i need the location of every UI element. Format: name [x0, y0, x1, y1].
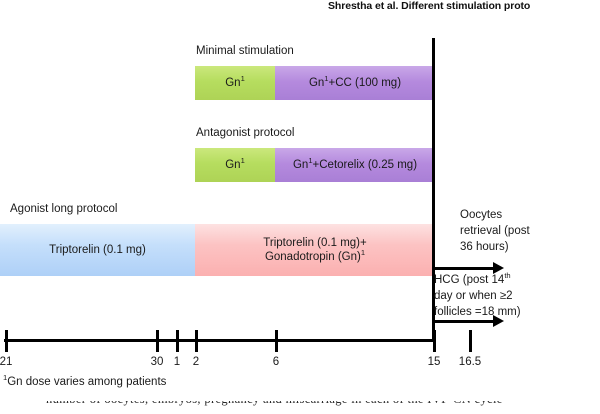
timeline-tick-label-21: 21: [0, 356, 13, 368]
timeline-tick-6: [275, 330, 278, 352]
annotation-hcg-line2: day or when ≥2: [434, 290, 513, 303]
segment-triptorelin-gonadotropin: Triptorelin (0.1 mg)+ Gonadotropin (Gn)1: [195, 224, 435, 276]
segment-gn: Gn1: [195, 66, 275, 100]
hcg-arrow-head-icon: [493, 315, 504, 327]
timeline-tick-label-1: 1: [173, 356, 181, 368]
annotation-oocyte-retrieval-line3: 36 hours): [460, 240, 509, 253]
segment-triptorelin-gonadotropin-line1: Triptorelin (0.1 mg)+: [263, 236, 367, 249]
segment-triptorelin-gonadotropin-line2: Gonadotropin (Gn): [264, 251, 361, 263]
protocol-bar-agonist-long-protocol: Triptorelin (0.1 mg) Triptorelin (0.1 mg…: [0, 224, 435, 276]
footnote-marker: 1: [360, 248, 366, 258]
protocol-label-minimal-stimulation: Minimal stimulation: [196, 45, 294, 57]
annotation-hcg-line1: HCG (post 14: [434, 274, 505, 286]
segment-gn-cetrorelix-text: +Cetorelix (0.25 mg): [312, 158, 418, 171]
annotation-oocyte-retrieval: Oocytes retrieval (post 36 hours): [460, 208, 555, 256]
timeline-tick-21: [5, 330, 8, 352]
segment-gn-cetrorelix-prefix: Gn: [292, 158, 309, 171]
protocol-bar-minimal-stimulation: Gn1 Gn1+CC (100 mg): [195, 66, 435, 100]
oocyte-retrieval-arrow-shaft: [433, 267, 495, 270]
timeline-tick-1: [176, 330, 179, 352]
footnote: 1Gn dose varies among patients: [3, 373, 167, 388]
segment-gn: Gn1: [195, 148, 275, 182]
segment-gn-cc-prefix: Gn: [308, 76, 325, 89]
hcg-arrow-shaft: [433, 320, 495, 323]
segment-triptorelin: Triptorelin (0.1 mg): [0, 224, 195, 276]
timeline-tick-15: [433, 330, 436, 352]
timeline-tick-16-5: [469, 330, 472, 352]
annotation-hcg: HCG (post 14th day or when ≥2 follicles …: [434, 272, 554, 320]
clipped-caption-line: number of oocytes, embryos, pregnancy an…: [46, 401, 566, 414]
segment-gn-text: Gn: [225, 158, 241, 171]
footnote-marker: 1: [308, 156, 313, 166]
segment-triptorelin-text: Triptorelin (0.1 mg): [49, 243, 146, 256]
segment-gn-cc-text: +CC (100 mg): [328, 76, 402, 89]
day-15-divider-line: [432, 38, 435, 341]
protocol-label-agonist-long-protocol: Agonist long protocol: [10, 203, 118, 215]
timeline-axis: [4, 339, 436, 342]
oocyte-retrieval-arrow-head-icon: [493, 262, 504, 274]
timeline-tick-label-2: 2: [192, 356, 200, 368]
running-head: Shrestha et al. Different stimulation pr…: [328, 0, 531, 12]
timeline-tick-label-16-5: 16.5: [458, 356, 482, 368]
protocol-bar-antagonist-protocol: Gn1 Gn1+Cetorelix (0.25 mg): [195, 148, 435, 182]
ordinal-suffix: th: [504, 271, 511, 281]
segment-gn-cetrorelix: Gn1+Cetorelix (0.25 mg): [275, 148, 435, 182]
protocol-label-antagonist-protocol: Antagonist protocol: [196, 127, 295, 139]
clipped-caption-text: number of oocytes, embryos, pregnancy an…: [46, 401, 566, 407]
segment-gn-text: Gn: [225, 76, 241, 89]
timeline-tick-label-6: 6: [272, 356, 280, 368]
timeline-tick-30: [156, 330, 159, 352]
timeline-tick-label-15: 15: [427, 356, 441, 368]
annotation-oocyte-retrieval-line2: retrieval (post: [460, 224, 530, 237]
footnote-text: Gn dose varies among patients: [7, 376, 167, 388]
segment-gn-cc: Gn1+CC (100 mg): [275, 66, 435, 100]
timeline-tick-2: [195, 330, 198, 352]
annotation-oocyte-retrieval-line1: Oocytes: [460, 209, 503, 221]
footnote-marker: 1: [240, 74, 245, 84]
footnote-marker: 1: [3, 373, 8, 383]
footnote-marker: 1: [240, 156, 245, 166]
timeline-tick-label-30: 30: [150, 356, 164, 368]
footnote-marker: 1: [324, 74, 329, 84]
